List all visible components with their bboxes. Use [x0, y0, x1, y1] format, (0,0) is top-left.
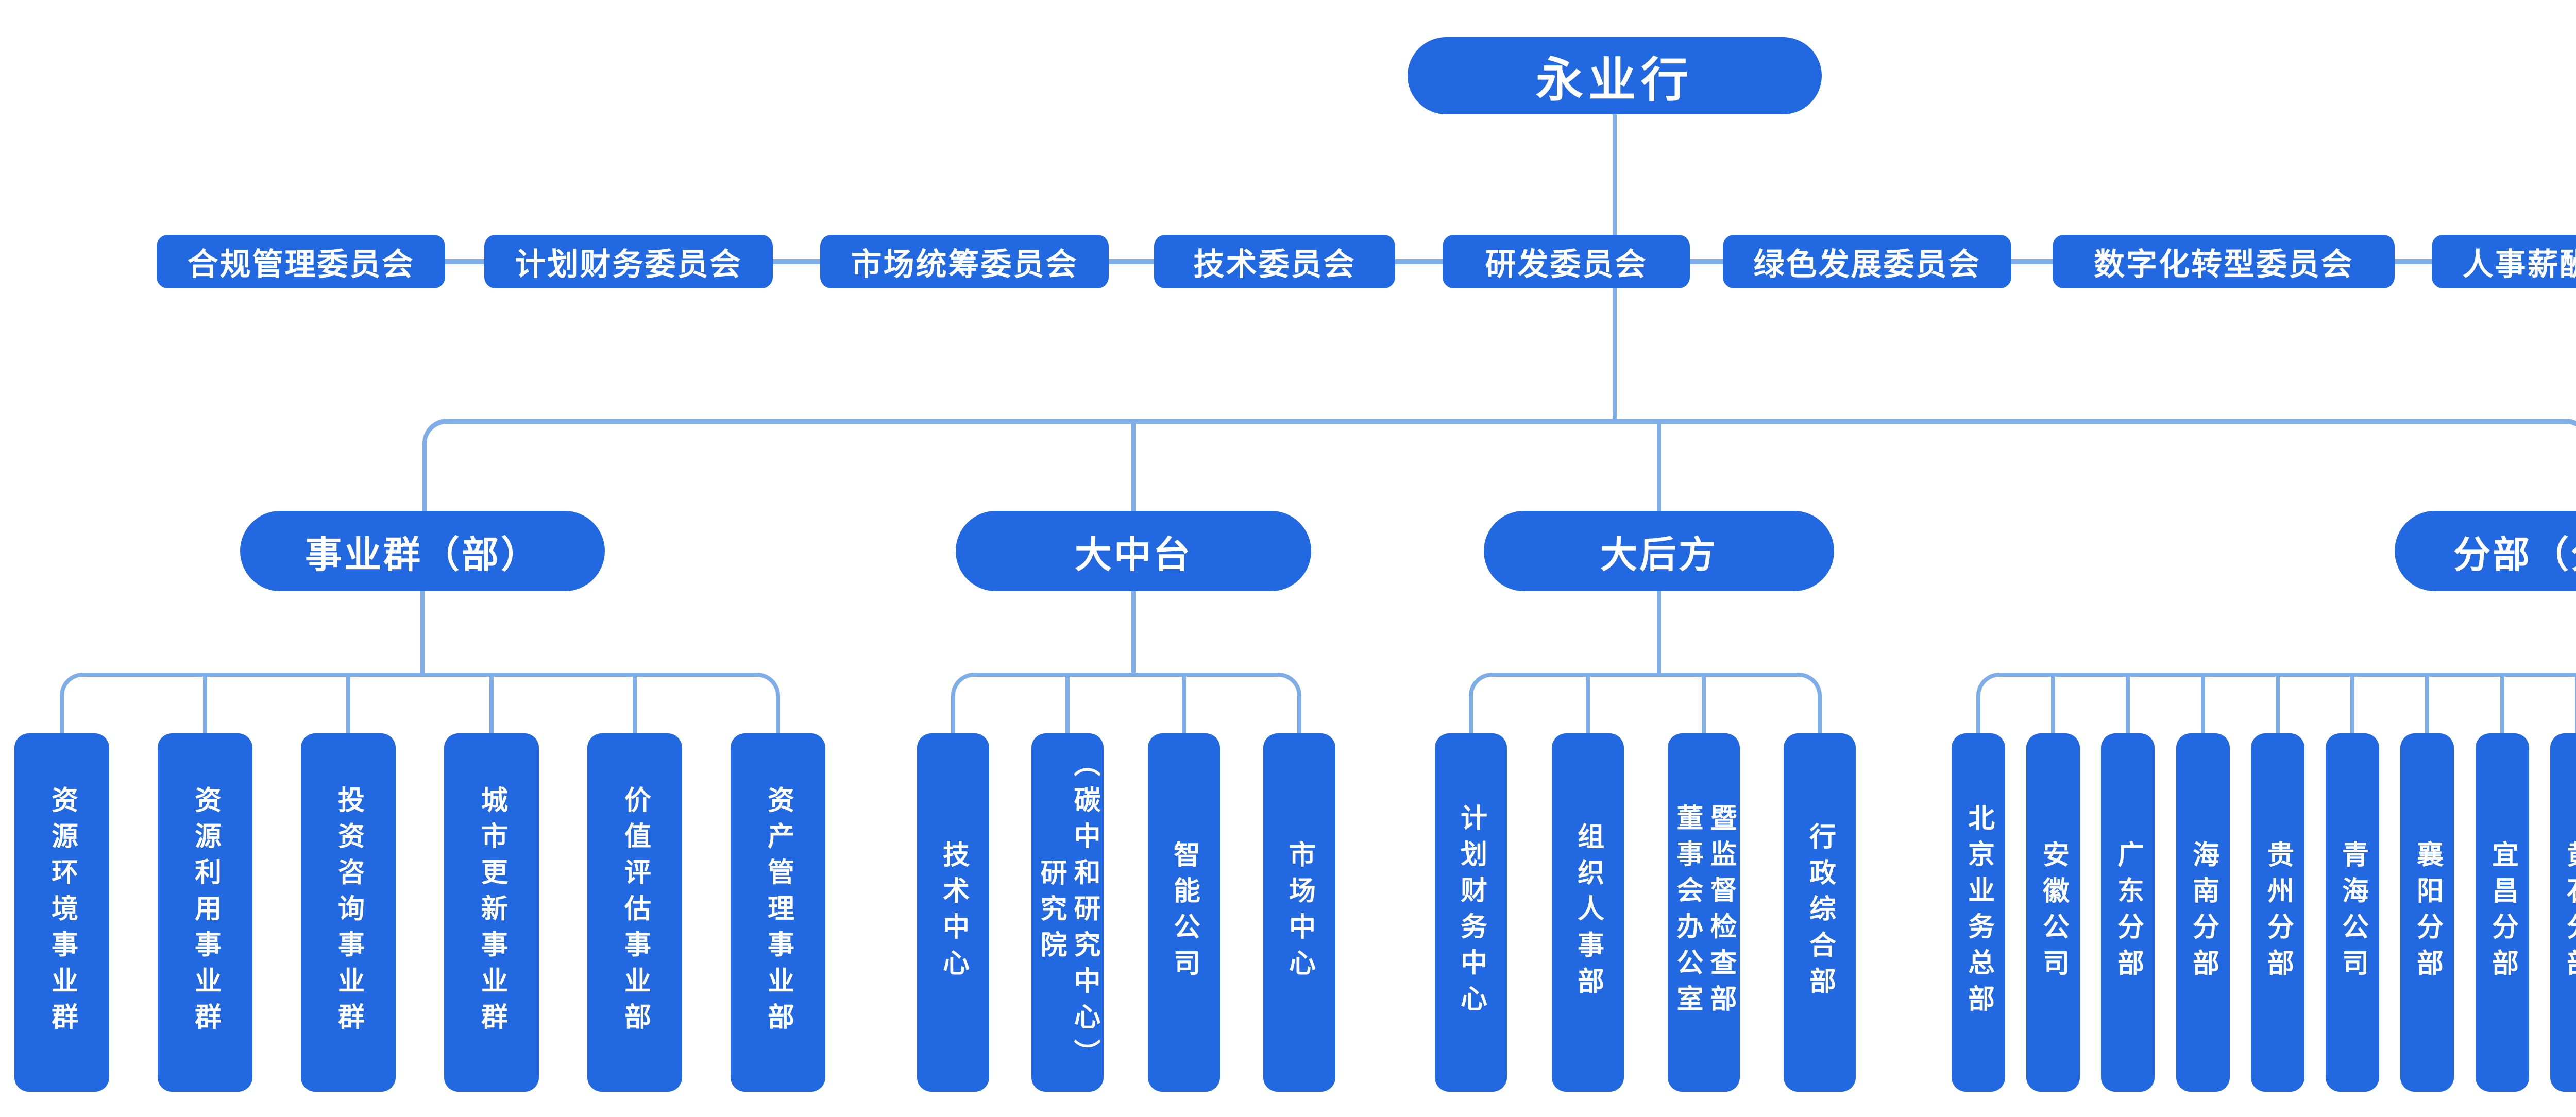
connector-child-stub — [2500, 676, 2504, 733]
node-leaf: 智能公司 — [1148, 733, 1220, 1092]
node-label: 行政综合部 — [1804, 822, 1836, 1003]
node-committee-compliance: 合规管理委员会 — [157, 235, 445, 288]
node-leaf: 价值评估事业部 — [587, 733, 682, 1092]
connector-child-stub — [346, 676, 350, 733]
connector-committee-link — [1395, 259, 1443, 264]
node-label: 研究院 （碳中和研究中心） — [1036, 750, 1100, 1075]
node-leaf: 资源利用事业群 — [158, 733, 252, 1092]
node-label: 价值评估事业部 — [619, 786, 651, 1039]
node-leaf: 安徽公司 — [2026, 733, 2080, 1092]
connector-children-bus-group-1 — [951, 673, 1301, 733]
node-label: 计划财务中心 — [1455, 804, 1487, 1021]
node-leaf: 广东分部 — [2101, 733, 2155, 1092]
node-leaf: 董事会办公室 暨监督检查部 — [1668, 733, 1740, 1092]
node-leaf: 行政综合部 — [1784, 733, 1856, 1092]
connector-child-stub — [2276, 676, 2280, 733]
node-label: 襄阳分部 — [2412, 840, 2443, 985]
connector-child-stub — [2126, 676, 2130, 733]
connector-child-stub — [1586, 676, 1590, 733]
node-group-back-office: 大后方 — [1484, 511, 1834, 591]
connector-child-stub — [2575, 676, 2576, 733]
connector-children-bus-group-2 — [1469, 673, 1822, 733]
node-leaf: 北京业务总部 — [1952, 733, 2005, 1092]
connector-committee-link — [445, 259, 484, 264]
node-label: 安徽公司 — [2038, 840, 2069, 985]
node-committee-digital: 数字化转型委员会 — [2053, 235, 2395, 288]
node-label: 资产管理事业部 — [762, 786, 794, 1039]
connector-drop-group-2 — [1657, 421, 1661, 511]
connector-child-stub — [2051, 676, 2055, 733]
connector-child-stub — [1702, 676, 1706, 733]
connector-parent-drop-group-0 — [420, 590, 425, 674]
connector-committee-link — [1690, 259, 1723, 264]
connector-child-stub — [2201, 676, 2205, 733]
node-leaf: 城市更新事业群 — [444, 733, 539, 1092]
node-group-business-units: 事业群（部） — [240, 511, 605, 591]
node-committee-hr-compensation: 人事薪酬委员会 — [2432, 235, 2576, 288]
connector-committee-link — [2011, 259, 2053, 264]
connector-child-stub — [489, 676, 494, 733]
node-committee-technology: 技术委员会 — [1154, 235, 1395, 288]
node-label: 技术中心 — [938, 840, 969, 985]
node-label: 组织人事部 — [1572, 822, 1604, 1003]
node-label: 贵州分部 — [2262, 840, 2294, 985]
connector-committee-link — [1109, 259, 1154, 264]
node-leaf: 组织人事部 — [1552, 733, 1624, 1092]
connector-child-stub — [1065, 676, 1070, 733]
node-group-middle-platform: 大中台 — [956, 511, 1311, 591]
node-leaf: 技术中心 — [917, 733, 989, 1092]
node-root: 永业行 — [1408, 37, 1822, 114]
connector-parent-drop-group-2 — [1657, 590, 1661, 674]
node-label: 广东分部 — [2112, 840, 2144, 985]
node-leaf: 投资咨询事业群 — [301, 733, 396, 1092]
connector-child-stub — [2350, 676, 2354, 733]
node-leaf: 黄石分部 — [2550, 733, 2576, 1092]
node-label: 董事会办公室 暨监督检查部 — [1672, 804, 1736, 1021]
node-label: 海南分部 — [2188, 840, 2219, 985]
connector-level2-bus — [422, 419, 2576, 511]
node-label: 黄石分部 — [2562, 840, 2576, 985]
node-group-branches: 分部（分公司） — [2395, 511, 2576, 591]
connector-children-bus-group-3 — [1976, 673, 2576, 733]
node-label: 青海公司 — [2337, 840, 2368, 985]
connector-child-stub — [1182, 676, 1186, 733]
connector-child-stub — [203, 676, 207, 733]
connector-children-bus-group-0 — [60, 673, 780, 733]
node-leaf: 青海公司 — [2326, 733, 2379, 1092]
node-label: 城市更新事业群 — [476, 786, 507, 1039]
node-committee-rnd: 研发委员会 — [1443, 235, 1690, 288]
node-leaf: 襄阳分部 — [2400, 733, 2454, 1092]
node-committee-green: 绿色发展委员会 — [1723, 235, 2011, 288]
node-label: 宜昌分部 — [2487, 840, 2518, 985]
node-leaf: 贵州分部 — [2251, 733, 2304, 1092]
node-label: 资源利用事业群 — [190, 786, 221, 1039]
node-label: 资源环境事业群 — [46, 786, 78, 1039]
node-label: 市场中心 — [1284, 840, 1315, 985]
connector-parent-drop-group-1 — [1131, 590, 1136, 674]
connector-committee-link — [2395, 259, 2432, 264]
connector-child-stub — [633, 676, 637, 733]
node-committee-planning-finance: 计划财务委员会 — [484, 235, 773, 288]
node-label: 智能公司 — [1168, 840, 1200, 985]
node-leaf: 宜昌分部 — [2476, 733, 2529, 1092]
node-leaf: 研究院 （碳中和研究中心） — [1031, 733, 1104, 1092]
node-leaf: 资源环境事业群 — [14, 733, 109, 1092]
node-label: 投资咨询事业群 — [333, 786, 364, 1039]
connector-committee-link — [773, 259, 820, 264]
connector-child-stub — [2425, 676, 2429, 733]
node-leaf: 市场中心 — [1263, 733, 1335, 1092]
node-leaf: 资产管理事业部 — [731, 733, 825, 1092]
node-leaf: 计划财务中心 — [1435, 733, 1507, 1092]
node-label: 北京业务总部 — [1963, 804, 1994, 1021]
connector-drop-group-1 — [1131, 421, 1136, 511]
node-leaf: 海南分部 — [2176, 733, 2230, 1092]
node-committee-market: 市场统筹委员会 — [820, 235, 1109, 288]
